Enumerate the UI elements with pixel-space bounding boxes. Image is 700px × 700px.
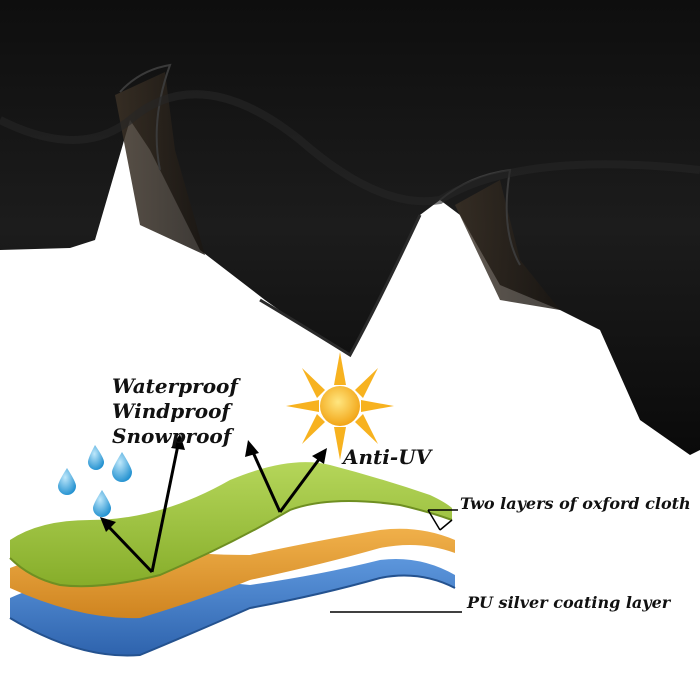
green-oxford-layer — [10, 462, 452, 587]
sun-icon — [286, 352, 394, 460]
snowproof-text: Snowproof — [112, 424, 232, 448]
anti-uv-label: Anti-UV — [343, 445, 432, 469]
waterproof-text: Waterproof — [112, 374, 238, 398]
black-fabric-photo — [0, 0, 700, 455]
pu-coating-label: PU silver coating layer — [467, 593, 671, 612]
oxford-cloth-label: Two layers of oxford cloth — [460, 494, 691, 513]
arrows — [100, 434, 462, 613]
windproof-text: Windproof — [112, 399, 231, 423]
features-label: Waterproof Windproof Snowproof — [112, 374, 238, 449]
water-drops-icon — [58, 445, 132, 517]
